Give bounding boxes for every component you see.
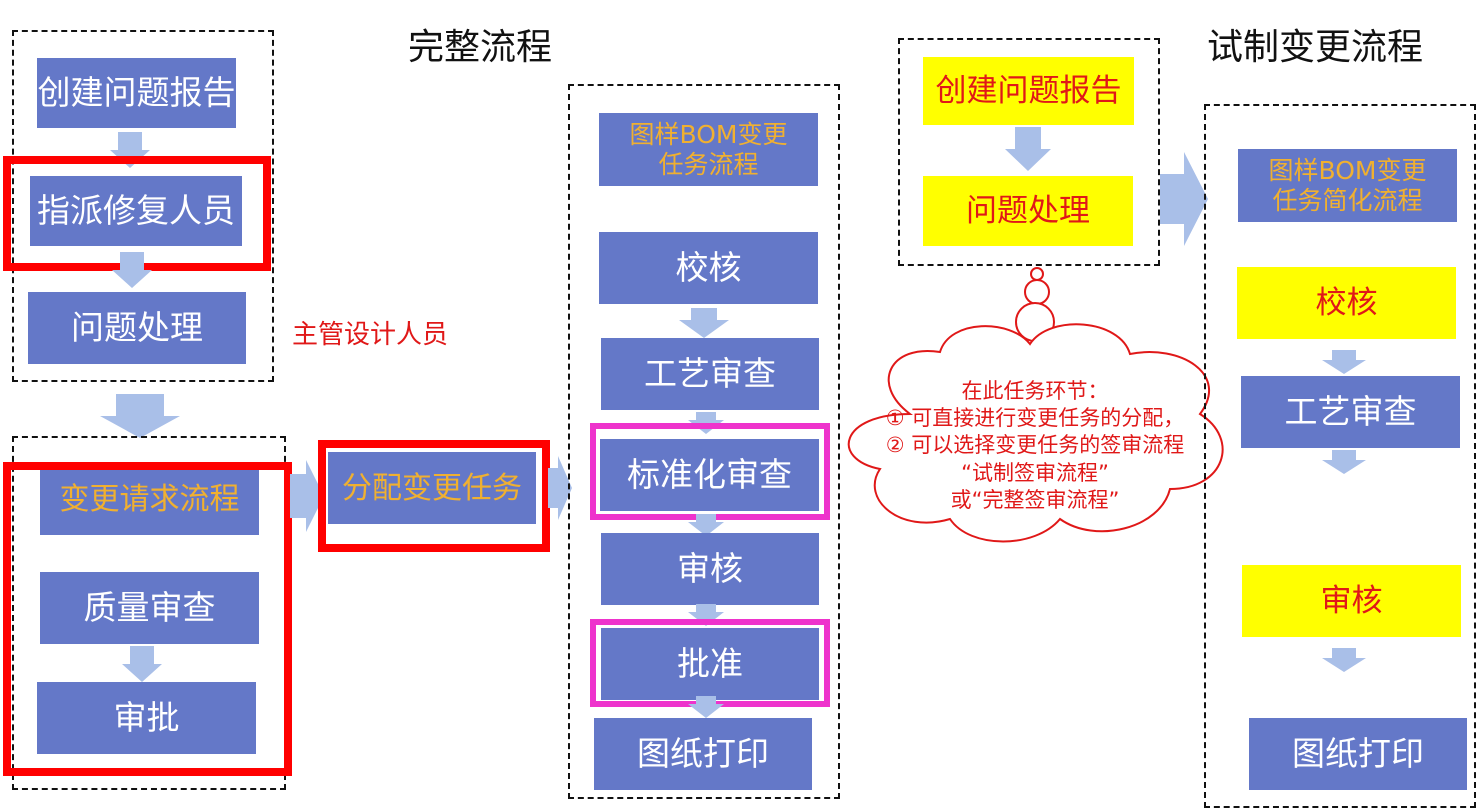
callout-line-5: 或“完整签审流程” [950,487,1120,512]
down-arrow-icon [1005,127,1051,171]
down-arrow-icon [1322,450,1366,474]
audit-step[interactable]: 审核 [601,533,819,605]
create-report-step[interactable]: 创建问题报告 [37,58,236,128]
quality-review-step[interactable]: 质量审查 [40,572,259,644]
handle-issue-step[interactable]: 问题处理 [28,292,246,364]
assign-task-highlight [318,440,550,552]
right-arrow-icon [290,460,324,532]
approval-step[interactable]: 审批 [37,682,256,754]
down-arrow-icon [1322,648,1366,672]
check-step[interactable]: 校核 [599,232,818,304]
full-process-title: 完整流程 [408,27,553,68]
bom-flow-group [568,84,840,799]
callout-text: 在此任务环节： ① 可直接进行变更任务的分配， ② 可以选择变更任务的签审流程 … [840,368,1230,524]
callout-line-3: ② 可以选择变更任务的签审流程 [885,433,1185,458]
down-arrow-icon [1322,350,1366,374]
callout-line-4: “试制签审流程” [961,460,1109,485]
callout-line-1: 在此任务环节： [961,378,1109,403]
change-request-highlight [3,462,292,776]
change-request-title[interactable]: 变更请求流程 [40,463,259,535]
down-arrow-icon [688,696,724,718]
down-arrow-icon [100,394,180,438]
standard-review-highlight [590,423,830,520]
issue-report-group [12,30,274,382]
down-arrow-icon [688,604,724,626]
role-label: 主管设计人员 [292,320,449,350]
approve-highlight [590,619,830,707]
down-arrow-icon [112,252,152,288]
bom-flow-title[interactable]: 图样BOM变更 任务流程 [599,113,818,186]
down-arrow-icon [679,308,729,338]
process-review-step[interactable]: 工艺审查 [601,338,819,410]
simplified-print-step[interactable]: 图纸打印 [1249,718,1467,790]
standard-review-step[interactable]: 标准化审查 [600,439,819,511]
simplified-audit-step[interactable]: 审核 [1242,565,1461,637]
simplified-process-review-step[interactable]: 工艺审查 [1241,376,1460,448]
print-step[interactable]: 图纸打印 [594,718,812,790]
assign-task-step[interactable]: 分配变更任务 [328,452,536,524]
simplified-flow-title[interactable]: 图样BOM变更 任务简化流程 [1238,149,1457,222]
trial-create-report-step[interactable]: 创建问题报告 [923,57,1134,125]
trial-report-group [898,38,1160,266]
callout-cloud-icon [847,267,1224,543]
approve-step[interactable]: 批准 [601,628,819,700]
trial-handle-issue-step[interactable]: 问题处理 [923,176,1133,246]
simplified-flow-group [1204,104,1476,808]
simplified-check-step[interactable]: 校核 [1237,267,1456,339]
trial-change-title: 试制变更流程 [1207,27,1424,68]
assign-repair-step[interactable]: 指派修复人员 [30,176,242,246]
callout-line-2: ① 可直接进行变更任务的分配， [885,406,1185,431]
down-arrow-icon [122,646,162,682]
right-arrow-icon [1160,152,1208,246]
right-arrow-icon [548,456,572,520]
down-arrow-icon [688,514,724,536]
